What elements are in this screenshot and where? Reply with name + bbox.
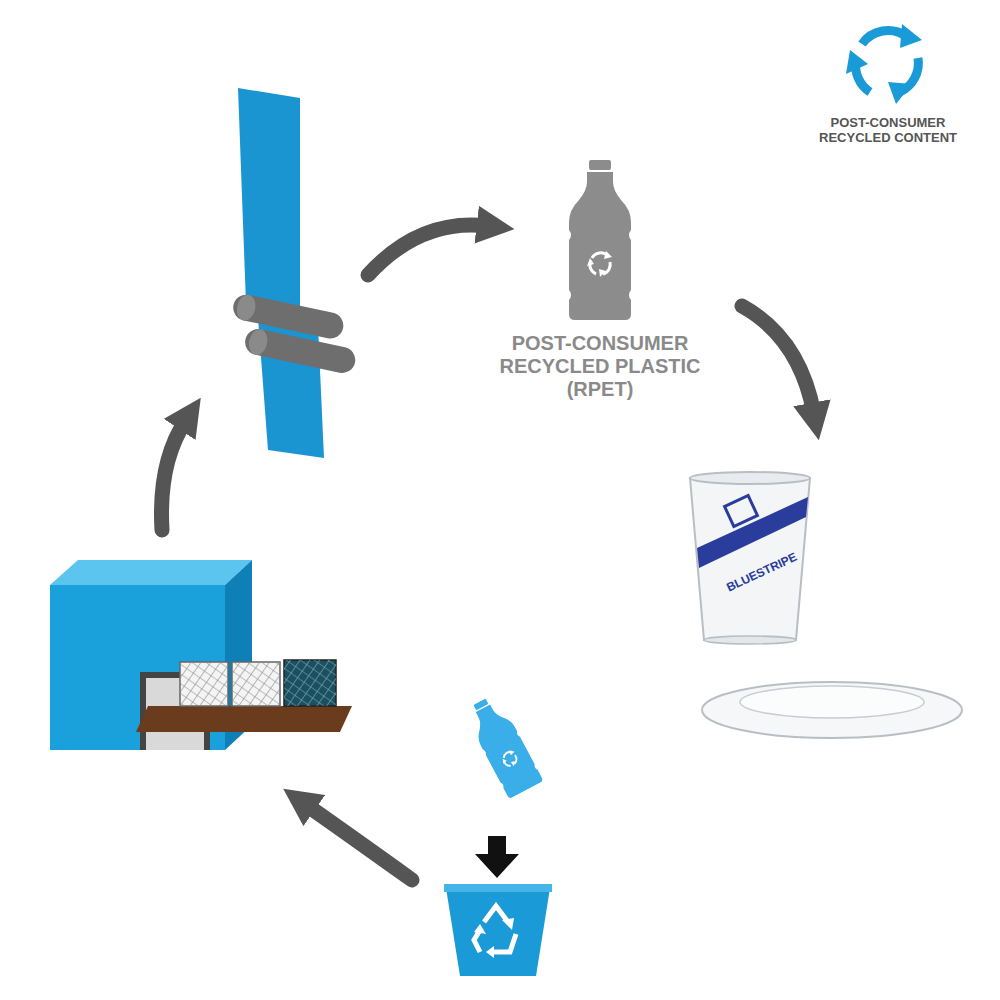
stage-label: POST-CONSUMER RECYCLED PLASTIC (RPET) — [490, 332, 710, 401]
cup-and-lid — [690, 472, 962, 738]
film-rollers — [231, 88, 358, 458]
bottle-shape — [565, 160, 635, 320]
recycling-factory — [50, 560, 352, 750]
disposal — [444, 693, 552, 976]
cycle-arrows — [162, 225, 815, 880]
icon-caption: POST-CONSUMER RECYCLED CONTENT — [813, 116, 963, 146]
rpet-bottle-node: POST-CONSUMER RECYCLED PLASTIC (RPET) — [490, 160, 710, 401]
recycle-icon-heads — [846, 24, 922, 104]
